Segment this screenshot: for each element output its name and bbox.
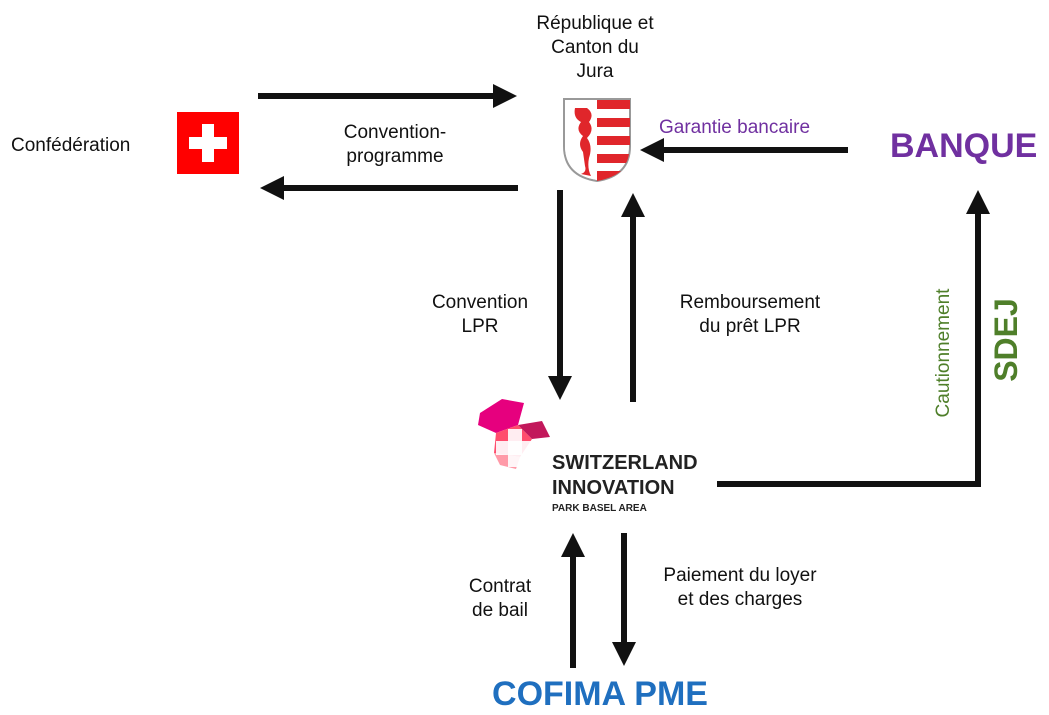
- contrat-bail-label: Contrat de bail: [445, 575, 555, 623]
- jura-coat-of-arms-icon: [563, 98, 631, 183]
- republique-label: République et Canton du Jura: [500, 12, 690, 84]
- garantie-bancaire-label: Garantie bancaire: [659, 117, 811, 138]
- convention-lpr-line1: Convention: [431, 292, 529, 313]
- paiement-line1: Paiement du loyer: [663, 565, 817, 586]
- contrat-line1: Contrat: [468, 576, 532, 597]
- remboursement-line2: du prêt LPR: [699, 316, 801, 337]
- contrat-line2: de bail: [472, 600, 528, 621]
- arrow-sip-to-banque: [717, 190, 990, 487]
- convention-lpr-label: Convention LPR: [400, 291, 560, 339]
- republique-line1: République et: [536, 13, 654, 34]
- banque-label: BANQUE: [890, 127, 1038, 165]
- sdej-label: SDEJ: [988, 298, 1024, 382]
- switzerland-innovation-logo: SWITZERLAND INNOVATION PARK BASEL AREA: [478, 399, 698, 514]
- convention-programme-label: Convention- programme: [295, 121, 495, 169]
- confederation-label: Confédération: [11, 135, 131, 156]
- republique-line2: Canton du: [551, 37, 639, 58]
- remboursement-line1: Remboursement: [679, 292, 821, 313]
- sip-line3: PARK BASEL AREA: [552, 503, 647, 514]
- republique-line3: Jura: [576, 61, 614, 82]
- remboursement-label: Remboursement du prêt LPR: [655, 291, 845, 339]
- paiement-line2: et des charges: [677, 589, 803, 610]
- sip-line2: INNOVATION: [552, 477, 675, 499]
- cofima-label: COFIMA PME: [492, 675, 708, 713]
- convention-programme-line1: Convention-: [343, 122, 447, 143]
- convention-programme-line2: programme: [346, 146, 444, 167]
- swiss-flag-icon: [177, 112, 239, 174]
- sip-line1: SWITZERLAND: [552, 452, 698, 474]
- cautionnement-label: Cautionnement: [933, 288, 954, 418]
- paiement-label: Paiement du loyer et des charges: [640, 564, 840, 612]
- convention-lpr-line2: LPR: [461, 316, 499, 337]
